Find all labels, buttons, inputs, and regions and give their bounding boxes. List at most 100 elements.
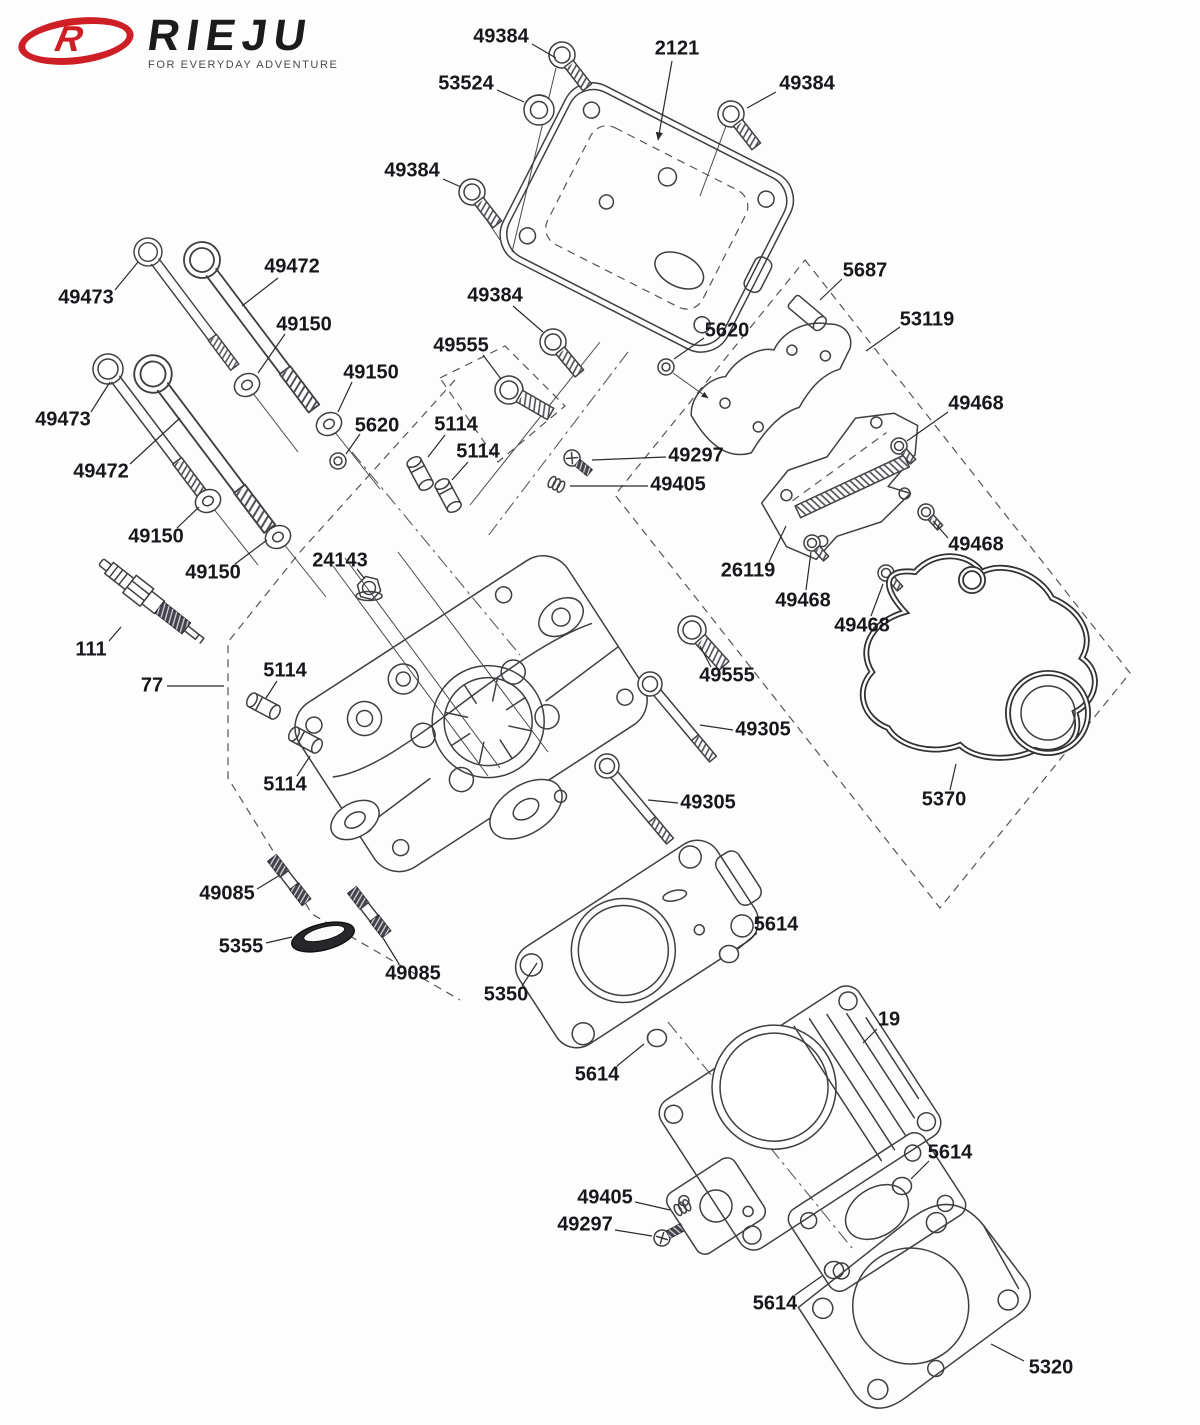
leader-line-49472-19 [129, 417, 181, 465]
leader-line-49473-11 [114, 261, 139, 291]
leader-line-5370-36 [949, 763, 957, 791]
part-77-cylinder-head [294, 551, 648, 873]
part-label-5320-48: 5320 [1029, 1356, 1074, 1378]
leader-line-24143-24 [356, 568, 365, 579]
part-label-49150-13: 49150 [276, 313, 332, 335]
part-label-49297-20: 49297 [668, 444, 724, 466]
leader-line-2121-1 [655, 60, 673, 141]
part-label-49150-22: 49150 [128, 525, 184, 547]
part-24143-nut [355, 575, 383, 602]
part-19-cylinder [658, 985, 967, 1292]
part-49305-bolt-b [589, 748, 680, 850]
part-label-26119-26: 26119 [721, 559, 776, 581]
part-label-5614-47: 5614 [753, 1292, 798, 1314]
leader-line-5350-40 [521, 962, 538, 987]
leader-line-49468-27 [805, 551, 812, 591]
leader-line-49384-8 [512, 305, 544, 333]
part-label-5355-38: 5355 [219, 935, 264, 957]
leader-line-49305-33 [699, 724, 734, 731]
leader-line-49472-12 [241, 277, 279, 307]
part-5350-head-gasket [514, 839, 762, 1049]
leader-line-49468-25 [932, 520, 949, 539]
part-label-49405-21: 49405 [650, 473, 706, 495]
leader-line-49384-3 [746, 91, 777, 109]
leader-line-49150-23 [234, 539, 268, 565]
part-49297-screw-a [559, 445, 596, 480]
leader-line-5687-5 [819, 278, 843, 301]
leader-line-53119-6 [865, 326, 901, 352]
part-label-49472-12: 49472 [264, 255, 320, 277]
leader-line-49297-46 [614, 1229, 653, 1237]
leader-line-5114-31 [265, 680, 278, 699]
part-label-49468-27: 49468 [775, 589, 831, 611]
part-111-spark-plug [98, 558, 205, 644]
part-label-49150-14: 49150 [343, 361, 399, 383]
leader-line-49405-45 [634, 1201, 671, 1211]
part-5620-collar-a [657, 358, 675, 376]
part-label-49384-4: 49384 [384, 159, 440, 181]
leader-line-5614-47 [794, 1275, 823, 1296]
part-5355-intake-ring [291, 921, 355, 953]
part-label-5614-44: 5614 [928, 1141, 973, 1163]
part-label-49473-11: 49473 [58, 286, 114, 308]
part-26119-plate [760, 412, 919, 561]
brand-tagline: FOR EVERYDAY ADVENTURE [148, 59, 339, 71]
part-label-49305-33: 49305 [735, 718, 791, 740]
part-2121-head-cover [499, 82, 795, 353]
construction-lines [212, 67, 1131, 1249]
part-5620-collar-b [329, 452, 347, 470]
part-label-49085-39: 49085 [385, 962, 441, 984]
leader-line-5114-34 [296, 755, 311, 777]
leader-line-49085-37 [256, 874, 281, 890]
part-label-49150-23: 49150 [185, 561, 241, 583]
part-label-49384-0: 49384 [473, 25, 529, 47]
part-label-49555-32: 49555 [699, 664, 755, 686]
leader-line-49305-35 [647, 799, 679, 804]
part-label-111-29: 111 [75, 638, 106, 660]
leader-line-111-29 [108, 626, 122, 642]
part-label-5114-16: 5114 [434, 413, 478, 435]
leader-line-49297-20 [591, 456, 667, 461]
leader-line-49150-14 [337, 381, 353, 413]
part-label-49384-3: 49384 [779, 72, 835, 94]
part-label-2121-1: 2121 [655, 37, 700, 59]
leader-line-49085-39 [382, 937, 400, 965]
part-label-5114-34: 5114 [263, 773, 307, 795]
part-label-49468-28: 49468 [834, 614, 890, 636]
leader-line-5320-48 [990, 1343, 1025, 1362]
leader-line-49473-18 [90, 381, 111, 413]
part-label-5614-41: 5614 [754, 913, 799, 935]
part-label-77-30: 77 [141, 674, 163, 696]
leader-line-49150-13 [257, 333, 286, 374]
part-label-5370-36: 5370 [922, 788, 967, 810]
part-label-53524-2: 53524 [438, 72, 494, 94]
leader-line-19-42 [862, 1028, 878, 1044]
leader-line-49468-28 [870, 583, 884, 617]
part-label-49472-19: 49472 [73, 460, 129, 482]
leader-line-5614-43 [616, 1043, 645, 1067]
part-label-5350-40: 5350 [484, 983, 529, 1005]
part-49085-stud-a [266, 853, 312, 907]
leader-line-5614-44 [910, 1160, 930, 1180]
part-label-49305-35: 49305 [680, 791, 736, 813]
part-label-49468-25: 49468 [948, 533, 1004, 555]
part-label-49085-37: 49085 [199, 882, 255, 904]
part-label-5114-17: 5114 [456, 440, 500, 462]
part-label-5114-31: 5114 [263, 659, 307, 681]
part-5320-base-gasket [797, 1203, 1031, 1409]
leader-line-5620-15 [345, 433, 361, 455]
part-label-49297-46: 49297 [557, 1213, 613, 1235]
leader-line-49555-32 [699, 645, 712, 668]
part-label-53119-6: 53119 [900, 308, 955, 330]
leader-line-5614-41 [737, 932, 758, 950]
part-53524-grommet [523, 94, 555, 126]
part-label-5614-43: 5614 [575, 1063, 620, 1085]
leader-line-5355-38 [265, 936, 293, 944]
leader-line-5114-16 [427, 434, 446, 458]
leader-line-49150-22 [176, 506, 200, 529]
part-5687-dowel [787, 294, 827, 332]
part-label-49555-9: 49555 [433, 334, 489, 356]
part-label-5620-15: 5620 [355, 414, 400, 436]
leader-line-49384-4 [442, 178, 462, 188]
